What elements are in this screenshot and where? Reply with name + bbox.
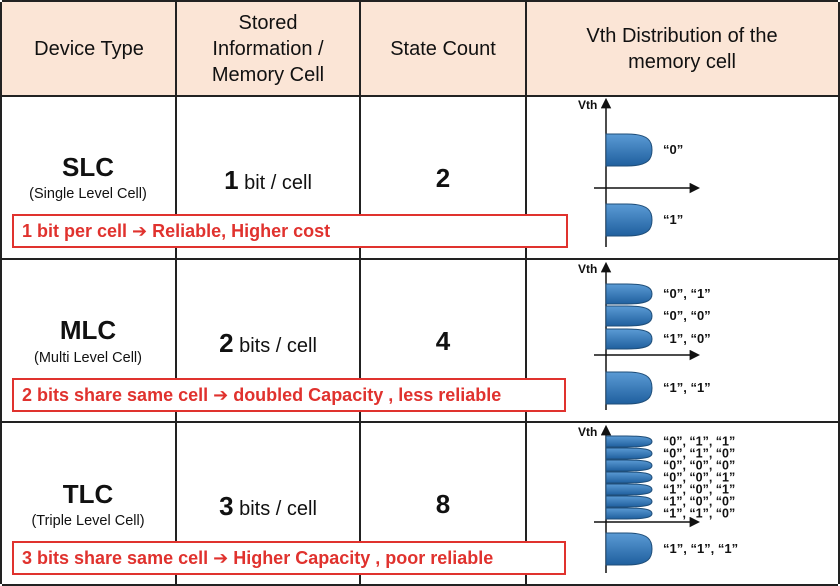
state-label: “1” — [663, 212, 683, 227]
grid-line — [2, 421, 838, 423]
grid-line — [838, 2, 840, 584]
note-mlc: 2 bits share same cell ➔ doubled Capacit… — [12, 378, 566, 412]
note-tlc: 3 bits share same cell ➔ Higher Capacity… — [12, 541, 566, 575]
bits-unit: bit / cell — [238, 172, 312, 194]
bits-number: 2 — [219, 328, 234, 358]
distribution-lobe — [605, 305, 653, 327]
distribution-lobe — [605, 371, 653, 405]
state-label: “0”, “1”, “0” — [663, 447, 735, 461]
distribution-lobe — [605, 495, 653, 508]
state-label: “1”, “1”, “1” — [663, 541, 738, 556]
grid-line — [2, 584, 838, 586]
state-label: “0”, “1” — [663, 286, 711, 301]
state-label: “1”, “1” — [663, 380, 711, 395]
distribution-lobe — [605, 328, 653, 350]
grid-line — [359, 2, 361, 584]
distribution-lobe — [605, 532, 653, 566]
state-label: “0”, “1”, “1” — [663, 435, 735, 449]
distribution-lobe — [605, 435, 653, 448]
state-label: “1”, “0”, “0” — [663, 495, 735, 509]
state-count-mlc: 4 — [435, 326, 451, 356]
bits-number: 1 — [224, 165, 239, 195]
device-subtitle-tlc: (Triple Level Cell) — [31, 513, 145, 529]
grid-line — [2, 258, 838, 260]
distribution-lobe — [605, 283, 653, 305]
state-count-slc: 2 — [435, 163, 451, 193]
device-name-mlc: MLC — [59, 315, 117, 345]
state-label: “0”, “0” — [663, 308, 711, 323]
grid-line — [0, 2, 2, 584]
device-name-slc: SLC — [62, 152, 114, 182]
grid-line — [525, 2, 527, 584]
state-label: “1”, “0” — [663, 331, 711, 346]
device-subtitle-mlc: (Multi Level Cell) — [34, 350, 142, 366]
device-subtitle-slc: (Single Level Cell) — [29, 186, 147, 202]
grid-line — [2, 0, 838, 2]
vth-axis-label: Vth — [578, 425, 597, 439]
header-device-type: Device Type — [2, 2, 176, 95]
distribution-lobe — [605, 459, 653, 472]
state-label: “0” — [663, 142, 683, 157]
state-label: “0”, “0”, “0” — [663, 459, 735, 473]
vth-axis-label: Vth — [578, 98, 597, 112]
distribution-lobe — [605, 447, 653, 460]
note-slc: 1 bit per cell ➔ Reliable, Higher cost — [12, 214, 568, 248]
distribution-lobe — [605, 133, 653, 167]
bits-per-cell-mlc: 2 bits / cell — [176, 328, 360, 359]
bits-per-cell-tlc: 3 bits / cell — [176, 491, 360, 522]
header-stored-information: Stored Information / Memory Cell — [176, 2, 360, 95]
bits-per-cell-slc: 1 bit / cell — [176, 165, 360, 196]
grid-line — [175, 2, 177, 584]
bits-unit: bits / cell — [233, 335, 317, 357]
bits-number: 3 — [219, 491, 234, 521]
distribution-lobe — [605, 483, 653, 496]
header-state-count: State Count — [360, 2, 526, 95]
device-name-tlc: TLC — [62, 479, 114, 509]
state-label: “0”, “0”, “1” — [663, 471, 735, 485]
vth-axis-label: Vth — [578, 262, 597, 276]
bits-unit: bits / cell — [233, 498, 317, 520]
state-label: “1”, “1”, “0” — [663, 507, 735, 521]
state-count-tlc: 8 — [435, 489, 451, 519]
distribution-lobe — [605, 507, 653, 520]
distribution-lobe — [605, 203, 653, 237]
distribution-lobe — [605, 471, 653, 484]
header-vth-distribution: Vth Distribution of the memory cell — [526, 2, 838, 95]
state-label: “1”, “0”, “1” — [663, 483, 735, 497]
grid-line — [2, 95, 838, 97]
